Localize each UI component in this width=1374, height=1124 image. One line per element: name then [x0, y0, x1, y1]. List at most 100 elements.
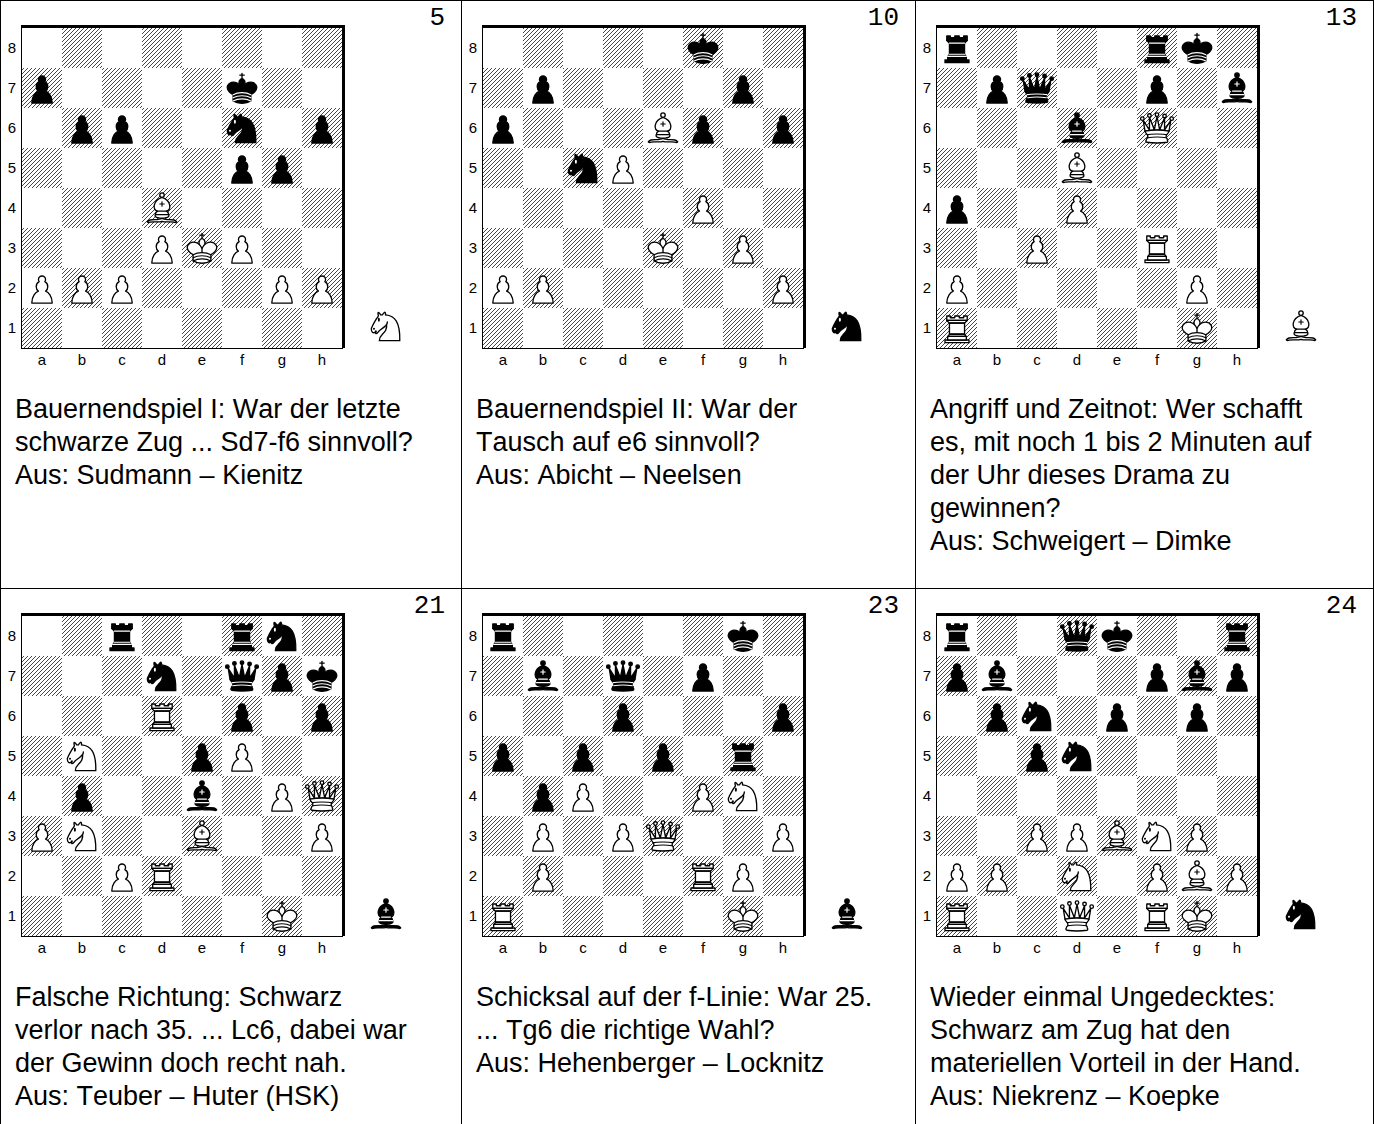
board-square: [683, 776, 723, 816]
board-square: [1177, 696, 1217, 736]
piece-detail: [1190, 870, 1203, 883]
file-label: c: [102, 351, 142, 369]
chess-piece: [688, 33, 718, 63]
king-cross: [741, 621, 745, 626]
chess-piece: [312, 704, 332, 731]
piece-body: [112, 276, 132, 303]
board-square: [1057, 856, 1097, 896]
chess-piece: [573, 744, 593, 771]
board-square: [302, 856, 342, 896]
piece-body: [647, 825, 651, 829]
piece-detail: [373, 328, 375, 330]
piece-body: [313, 782, 317, 786]
file-label: a: [22, 939, 62, 957]
side-to-move-piece: [1286, 311, 1315, 341]
board-square: [1137, 616, 1177, 656]
board-square: [302, 28, 342, 68]
piece-detail: [153, 871, 172, 884]
board-square: [603, 68, 643, 108]
chess-board: [21, 27, 400, 349]
piece-body: [609, 664, 637, 679]
piece-detail: [1110, 830, 1123, 843]
caption-text: Bauernendspiel I: War der letzte schwarz…: [15, 393, 442, 459]
board-square: [483, 268, 523, 308]
chess-piece: [947, 664, 967, 691]
chess-piece: [187, 233, 217, 263]
board-square: [302, 308, 342, 348]
board-square: [302, 616, 342, 656]
rank-label: 8: [4, 627, 20, 645]
diagram-panel: 1387654321abcdefghAngriff und Zeitnot: W…: [915, 0, 1374, 589]
board-square: [1017, 736, 1057, 776]
piece-body: [995, 661, 999, 665]
rank-label: 4: [465, 199, 481, 217]
board-square: [1177, 148, 1217, 188]
board-square: [977, 616, 1017, 656]
piece-body: [845, 899, 849, 903]
rank-label: 3: [4, 239, 20, 257]
file-label: g: [1177, 939, 1217, 957]
piece-body: [1163, 114, 1167, 118]
chess-piece: [947, 196, 967, 223]
board-square: [563, 308, 603, 348]
piece-detail: [494, 911, 513, 924]
chess-piece: [947, 276, 967, 303]
caption-block: Falsche Richtung: Schwarz verlor nach 35…: [15, 981, 412, 1113]
piece-detail: [273, 921, 291, 929]
board-square: [763, 148, 803, 188]
board-square: [1137, 148, 1177, 188]
board-square: [62, 68, 102, 108]
caption-block: Schicksal auf der f-Linie: War 25. ... T…: [476, 981, 886, 1080]
piece-body: [233, 662, 237, 666]
board-square: [603, 776, 643, 816]
file-label: g: [262, 351, 302, 369]
piece-body: [947, 36, 967, 40]
board-square: [142, 28, 182, 68]
piece-body: [154, 871, 169, 882]
board-square: [1057, 108, 1097, 148]
piece-body: [1107, 704, 1127, 731]
chess-piece: [733, 76, 753, 103]
board-square: [763, 108, 803, 148]
board-square: [1177, 856, 1217, 896]
board-square: [1097, 896, 1137, 936]
chess-piece: [1227, 664, 1247, 691]
chess-piece: [493, 276, 513, 303]
rank-label: 7: [465, 667, 481, 685]
board-edge: [936, 27, 1259, 349]
chess-board: [936, 615, 1315, 937]
piece-body: [528, 686, 557, 690]
file-label: g: [262, 939, 302, 957]
board-square: [643, 896, 683, 936]
board-square: [1097, 108, 1137, 148]
file-label: f: [1137, 939, 1177, 957]
board-square: [723, 696, 763, 736]
piece-body: [72, 784, 92, 811]
board-square: [563, 188, 603, 228]
board-square: [563, 896, 603, 936]
board-square: [182, 228, 222, 268]
board-square: [763, 696, 803, 736]
rank-label: 8: [465, 39, 481, 57]
piece-body: [693, 784, 713, 811]
rank-label: 2: [4, 867, 20, 885]
piece-body: [987, 76, 1007, 103]
piece-body: [1062, 742, 1078, 763]
board-square: [62, 616, 102, 656]
piece-body: [335, 785, 339, 789]
chess-piece: [533, 76, 553, 103]
board-square: [723, 28, 763, 68]
piece-body: [200, 781, 204, 785]
board-square: [1137, 228, 1177, 268]
board-square: [1017, 268, 1057, 308]
king-cross: [1195, 901, 1199, 906]
board-square: [763, 616, 803, 656]
chess-piece: [491, 624, 515, 651]
piece-body: [1068, 902, 1072, 906]
board-square: [977, 228, 1017, 268]
board-square: [1177, 776, 1217, 816]
file-label: f: [1137, 351, 1177, 369]
rank-label: 8: [919, 39, 935, 57]
chess-piece: [147, 193, 176, 223]
king-cross: [1115, 621, 1119, 626]
